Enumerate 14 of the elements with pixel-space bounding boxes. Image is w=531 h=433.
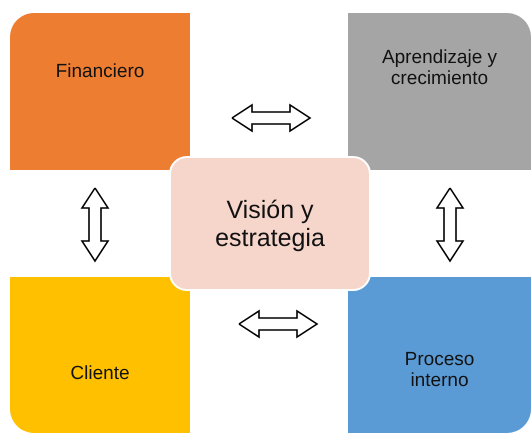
double-arrow <box>436 186 464 262</box>
process-box <box>169 156 371 291</box>
node-label: Aprendizaje y crecimiento <box>380 47 498 90</box>
node-label: Cliente <box>70 363 130 384</box>
process-box <box>348 13 531 170</box>
process-box <box>10 13 190 170</box>
double-arrow <box>238 310 318 338</box>
process-box <box>348 277 531 433</box>
double-arrow <box>230 104 312 132</box>
node-label: Visión y estrategia <box>214 196 326 252</box>
process-box <box>10 277 190 433</box>
double-arrow <box>80 186 110 262</box>
node-label: Financiero <box>56 61 144 82</box>
node-label: Proceso interno <box>404 349 476 392</box>
